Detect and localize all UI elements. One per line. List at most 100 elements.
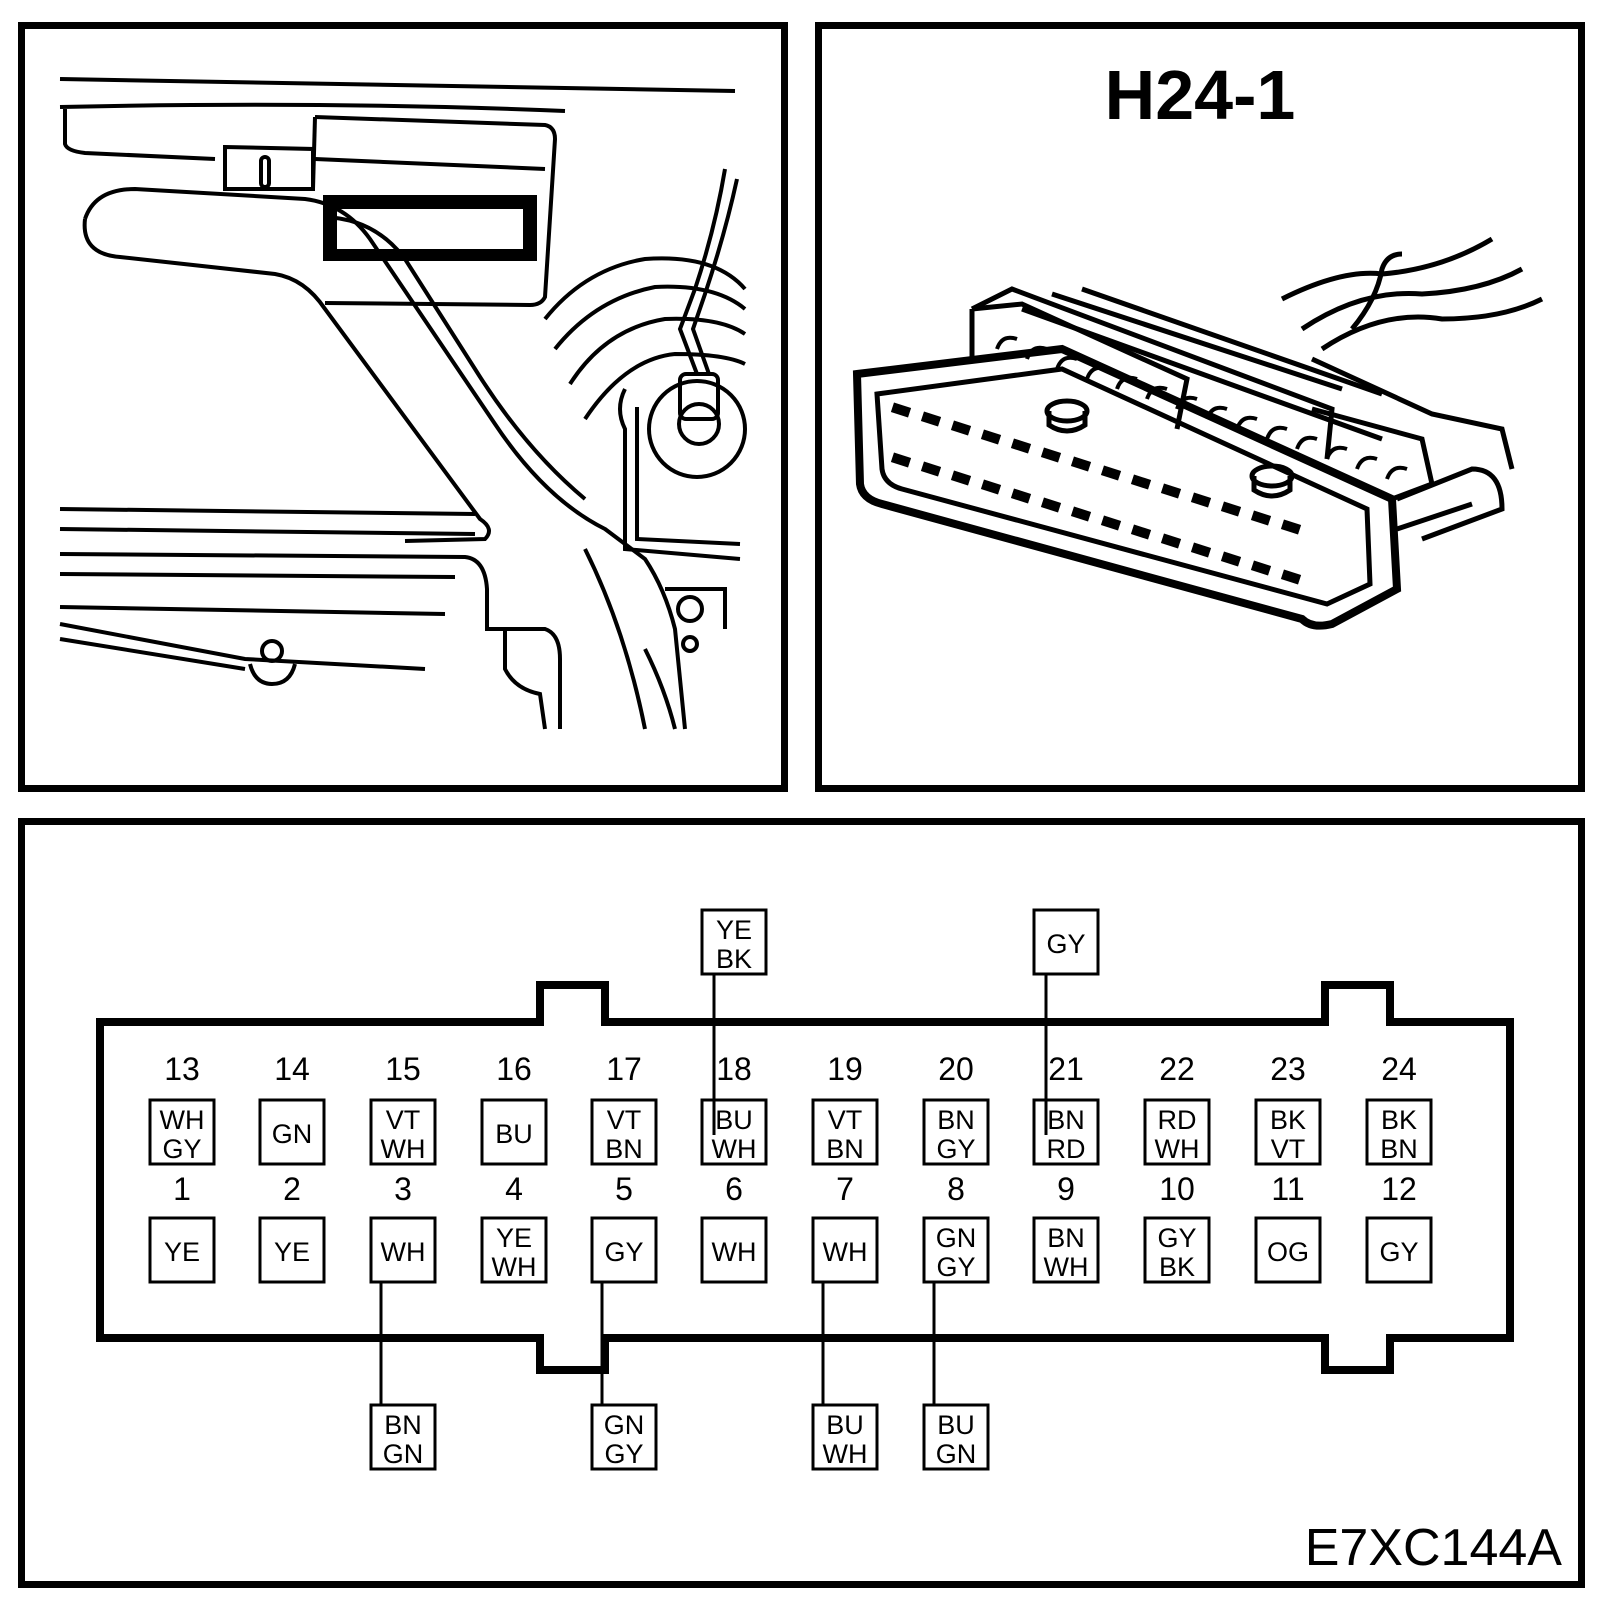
pin-number: 16 — [496, 1051, 532, 1087]
pin-number: 18 — [716, 1051, 752, 1087]
pin-cavity — [922, 1098, 990, 1166]
pin-number: 2 — [283, 1171, 301, 1207]
pin-cavity — [148, 1216, 216, 1284]
pin-cavity — [1365, 1098, 1433, 1166]
wire-color-label: BN — [1047, 1105, 1085, 1135]
wire-color-label: VT — [386, 1105, 421, 1135]
pin-number: 12 — [1381, 1171, 1417, 1207]
pin-cavity — [258, 1216, 326, 1284]
pin-number: 7 — [836, 1171, 854, 1207]
pin-number: 5 — [615, 1171, 633, 1207]
connector-housing-illustration — [852, 236, 1544, 630]
splice-color-label: GN — [604, 1410, 645, 1440]
wire-color-label: YE — [496, 1223, 532, 1253]
splice-color-label: BU — [937, 1410, 975, 1440]
wire-color-label: YE — [274, 1237, 310, 1267]
wire-color-label: VT — [607, 1105, 642, 1135]
wire-color-label: WH — [1044, 1252, 1089, 1282]
wire-color-label: GY — [162, 1134, 201, 1164]
wire-color-label: WH — [160, 1105, 205, 1135]
pin-number: 22 — [1159, 1051, 1195, 1087]
connector-title: H24-1 — [1104, 56, 1296, 134]
splice-color-label: GY — [1046, 929, 1085, 959]
pin-number: 15 — [385, 1051, 421, 1087]
splice-box — [811, 1403, 879, 1471]
pin-number: 11 — [1271, 1171, 1304, 1207]
connector-outline — [96, 981, 1514, 1374]
wire-color-label: WH — [492, 1252, 537, 1282]
wire-color-label: VT — [1271, 1134, 1306, 1164]
pin-number: 1 — [173, 1171, 191, 1207]
wire-color-label: RD — [1158, 1105, 1197, 1135]
splice-color-label: BN — [384, 1410, 422, 1440]
pin-cavity — [811, 1216, 879, 1284]
pin-number: 4 — [505, 1171, 523, 1207]
splice-color-label: BK — [716, 944, 752, 974]
wire-color-label: BU — [495, 1119, 533, 1149]
wire-color-label: GY — [1157, 1223, 1196, 1253]
pin-cavity — [811, 1098, 879, 1166]
wire-color-label: BN — [1380, 1134, 1418, 1164]
pin-cavity — [590, 1098, 658, 1166]
wire-color-label: GY — [1379, 1237, 1418, 1267]
pin-cavity — [480, 1098, 548, 1166]
pin-cavity — [369, 1098, 437, 1166]
pin-number: 10 — [1159, 1171, 1195, 1207]
pin-number: 24 — [1381, 1051, 1417, 1087]
wire-color-label: GN — [272, 1119, 313, 1149]
pin-cavity — [1143, 1216, 1211, 1284]
pin-cavity — [922, 1216, 990, 1284]
pinout-panel — [18, 818, 1585, 1588]
pin-number: 8 — [947, 1171, 965, 1207]
pin-number: 14 — [274, 1051, 310, 1087]
pin-number: 6 — [725, 1171, 743, 1207]
splice-color-label: GN — [383, 1439, 424, 1469]
splice-box — [590, 1403, 658, 1471]
pin-cavity — [590, 1216, 658, 1284]
pin-cavity — [1032, 1216, 1100, 1284]
pin-number: 9 — [1057, 1171, 1075, 1207]
pin-number: 20 — [938, 1051, 974, 1087]
pin-cavity — [258, 1098, 326, 1166]
wire-color-label: WH — [381, 1237, 426, 1267]
pin-cavity — [1254, 1216, 1322, 1284]
wire-color-label: BK — [1270, 1105, 1306, 1135]
engine-bay-illustration — [59, 77, 747, 730]
wire-color-label: GN — [936, 1223, 977, 1253]
splice-color-label: GN — [936, 1439, 977, 1469]
wire-color-label: YE — [164, 1237, 200, 1267]
splice-box — [700, 908, 768, 976]
wire-color-label: RD — [1047, 1134, 1086, 1164]
wire-color-label: BU — [715, 1105, 753, 1135]
pin-cavity — [369, 1216, 437, 1284]
pin-number: 19 — [827, 1051, 863, 1087]
wire-color-label: BK — [1381, 1105, 1417, 1135]
pin-number: 17 — [606, 1051, 642, 1087]
connector-view-panel — [815, 22, 1585, 792]
wire-color-label: WH — [823, 1237, 868, 1267]
pin-cavity — [148, 1098, 216, 1166]
splice-box — [922, 1403, 990, 1471]
wire-color-label: WH — [712, 1134, 757, 1164]
pin-cavity — [1365, 1216, 1433, 1284]
wire-color-label: BN — [937, 1105, 975, 1135]
wire-color-label: BN — [1047, 1223, 1085, 1253]
wire-color-label: WH — [381, 1134, 426, 1164]
wire-color-label: OG — [1267, 1237, 1309, 1267]
pin-cavity — [1254, 1098, 1322, 1166]
splice-box — [369, 1403, 437, 1471]
splice-color-label: BU — [826, 1410, 864, 1440]
wire-color-label: GY — [604, 1237, 643, 1267]
pin-number: 3 — [394, 1171, 412, 1207]
splice-color-label: WH — [823, 1439, 868, 1469]
splice-color-label: YE — [716, 915, 752, 945]
wire-color-label: WH — [712, 1237, 757, 1267]
pin-number: 21 — [1048, 1051, 1084, 1087]
wire-color-label: BN — [826, 1134, 864, 1164]
wire-color-label: BN — [605, 1134, 643, 1164]
pin-cavity — [480, 1216, 548, 1284]
pin-cavity — [700, 1216, 768, 1284]
splice-box — [1032, 908, 1100, 976]
wire-color-label: GY — [936, 1252, 975, 1282]
